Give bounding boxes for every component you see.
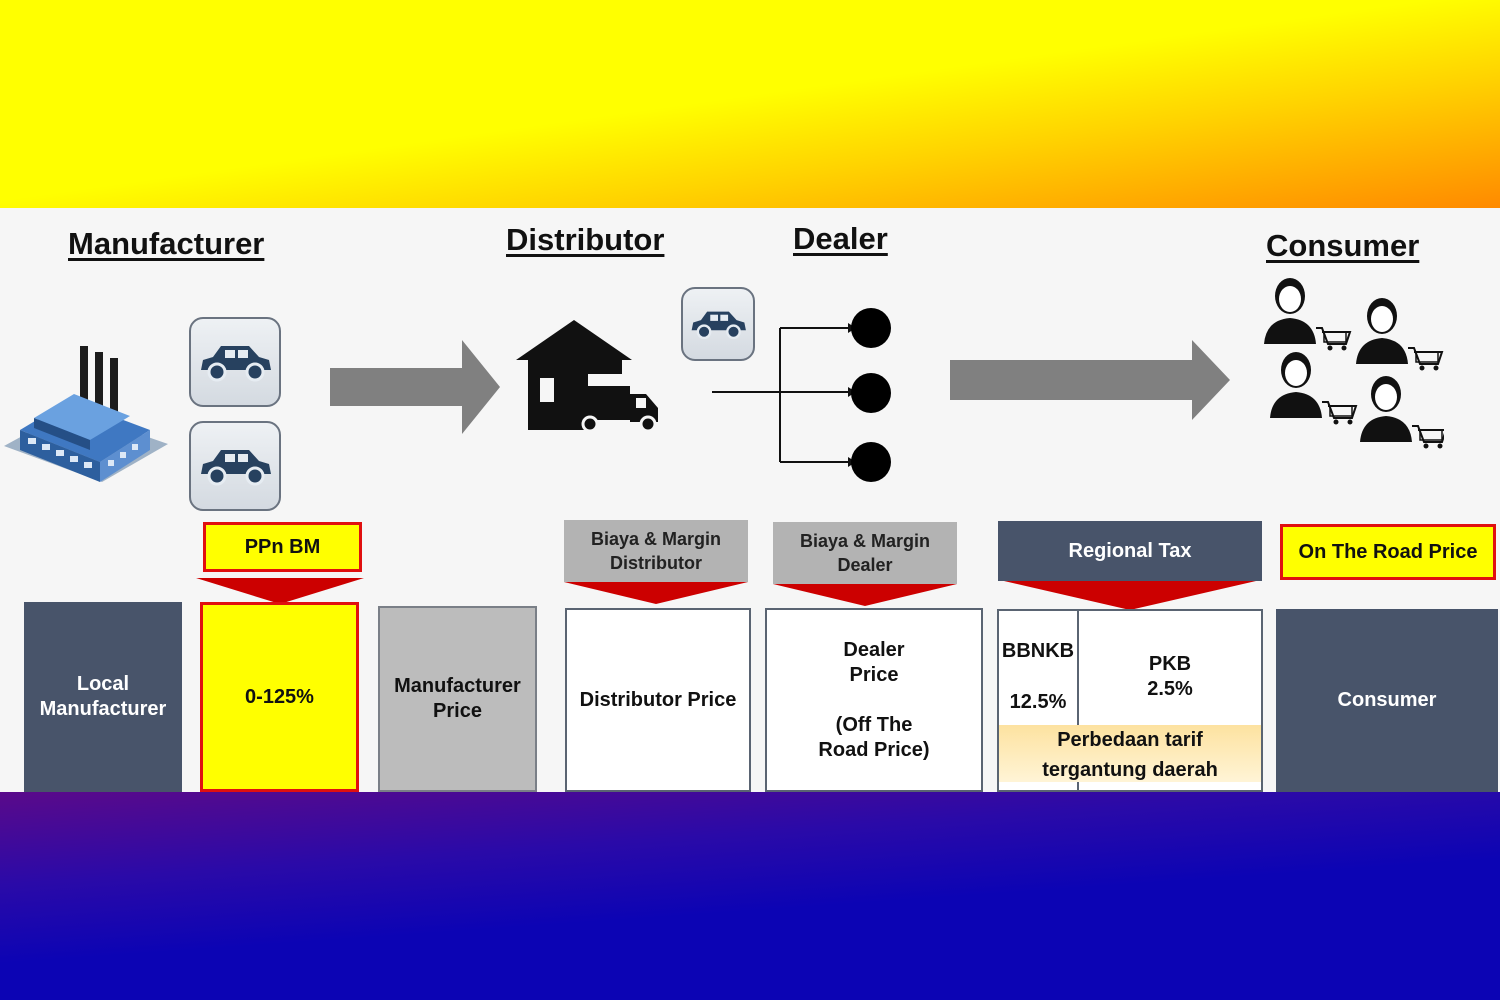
car-icon [681,287,755,361]
dealer-node-icon [851,373,891,413]
pkb-label: PKB [1148,653,1192,675]
biaya-distributor-header: Biaya & Margin Distributor [564,520,748,582]
stage-title-dealer: Dealer [793,221,888,256]
regional-tax-box: BBNKB 12.5% PKB 2.5% Perbedaan tarif ter… [997,609,1263,792]
down-arrow-triangle [773,584,957,606]
car-icon [189,317,281,407]
divider [1077,611,1079,790]
ppn-bm-header: PPn BM [203,522,362,572]
dealer-price-note: (Off The Road Price) [818,713,930,761]
flow-arrow-right [330,340,500,434]
dealer-node-icon [851,308,891,348]
bottom-gradient-band [0,792,1500,1000]
bbnkb-value: 12.5% [1009,691,1067,713]
warehouse-truck-icon [516,320,658,432]
biaya-dealer-header: Biaya & Margin Dealer [773,522,957,584]
car-icon [189,421,281,511]
regional-tax-header: Regional Tax [998,521,1262,581]
stage-title-consumer: Consumer [1266,228,1420,263]
bbnkb-label: BBNKB [1001,640,1075,662]
dealer-node-icon [851,442,891,482]
regional-note: Perbedaan tarif tergantung daerah [1042,729,1218,781]
flow-arrow-right [950,340,1230,420]
manufacturer-price-box: Manufacturer Price [378,606,537,792]
consumer-box: Consumer [1276,609,1498,792]
consumer-cart-icon [1264,278,1444,450]
local-manufacturer-box: Local Manufacturer [24,602,182,792]
factory-icon [4,346,168,482]
stage-title-manufacturer: Manufacturer [68,226,265,261]
down-arrow-triangle [1004,581,1256,610]
stage-title-distributor: Distributor [506,222,665,257]
on-the-road-header: On The Road Price [1280,524,1496,580]
down-arrow-triangle [196,578,364,604]
distributor-price-box: Distributor Price [565,608,751,792]
dealer-price-box: Dealer Price (Off The Road Price) [765,608,983,792]
down-arrow-triangle [564,582,748,604]
dealer-price-label: Dealer Price [843,638,905,686]
regional-note-band [999,725,1261,782]
top-gradient-band [0,0,1500,208]
diagram-panel: Manufacturer Distributor Dealer Consumer [0,208,1500,792]
ppn-value-box: 0-125% [200,602,359,792]
dealer-branch-diagram [712,308,891,482]
pkb-value: 2.5% [1147,678,1193,700]
